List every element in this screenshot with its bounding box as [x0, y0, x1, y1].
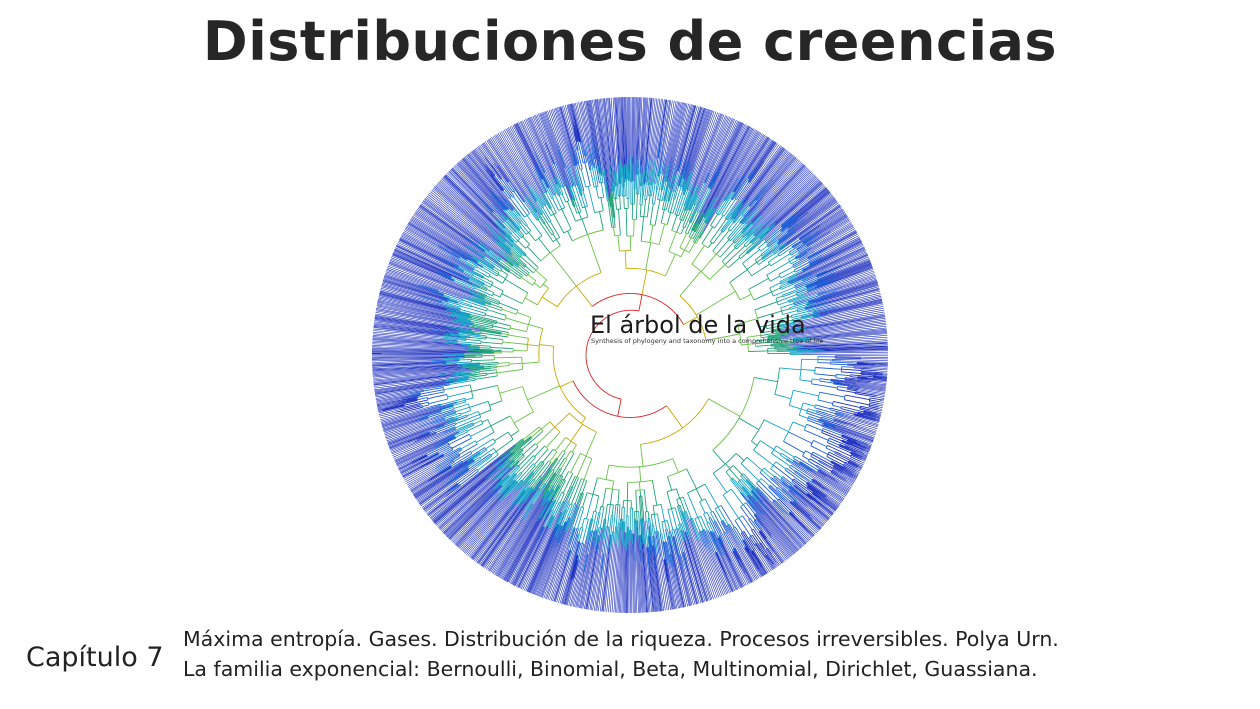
description-line-1: Máxima entropía. Gases. Distribución de … [183, 627, 1059, 651]
figure-subtitle: Synthesis of phylogeny and taxonomy into… [591, 337, 824, 345]
chapter-label: Capítulo 7 [26, 642, 164, 673]
figure-title: El árbol de la vida [590, 311, 806, 339]
description-line-2: La familia exponencial: Bernoulli, Binom… [183, 657, 1038, 681]
chapter-description: Máxima entropía. Gases. Distribución de … [183, 624, 1059, 684]
slide-title: Distribuciones de creencias [202, 10, 1058, 73]
phylogenetic-tree-graphic [371, 96, 889, 614]
tree-of-life-figure [365, 90, 895, 620]
